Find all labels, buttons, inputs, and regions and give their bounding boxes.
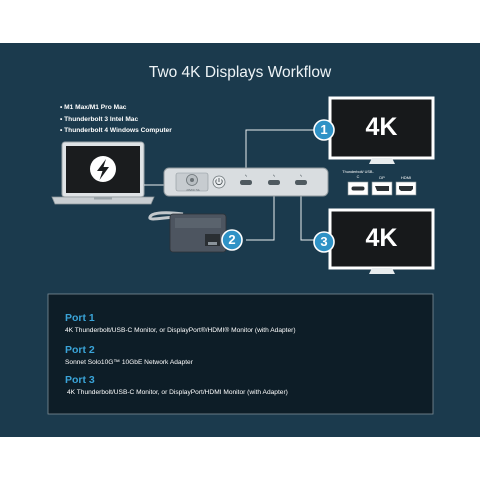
callout-3-number: 3 <box>320 234 328 249</box>
port-1-desc: 4K Thunderbolt/USB-C Monitor, or Display… <box>65 327 296 334</box>
port-icons <box>347 181 417 196</box>
monitor-2 <box>328 208 435 274</box>
monitor-2-label: 4K <box>365 224 398 252</box>
callout-1 <box>313 119 335 141</box>
bolt-mark-3: ϟ <box>300 173 303 178</box>
port-2-title: Port 2 <box>65 344 95 356</box>
thunderbolt-icon <box>90 156 116 182</box>
port-1-title: Port 1 <box>65 312 95 324</box>
feature-list: M1 Max/M1 Pro Mac Thunderbolt 3 Intel Ma… <box>60 102 172 137</box>
ports-panel-text: Port 1 4K Thunderbolt/USB-C Monitor, or … <box>48 294 433 414</box>
monitor-1 <box>328 96 435 164</box>
feature-item: Thunderbolt 3 Intel Mac <box>60 114 172 126</box>
bolt-mark-1: ϟ <box>245 173 248 178</box>
ports-panel <box>47 293 434 415</box>
feature-item: Thunderbolt 4 Windows Computer <box>60 125 172 137</box>
network-adapter <box>148 211 227 253</box>
power-port-label: 20VDC 5A <box>186 188 200 192</box>
dock: ϟ ϟ ϟ <box>163 167 329 197</box>
bolt-mark-2: ϟ <box>273 173 276 178</box>
thunderbolt-usbc-label: Thunderbolt/ USB-C <box>342 170 374 179</box>
callout-2 <box>221 229 243 251</box>
dock-port-2 <box>268 180 280 185</box>
port-2-desc: Sonnet Solo10G™ 10GbE Network Adapter <box>65 359 193 366</box>
port-3-desc: 4K Thunderbolt/USB-C Monitor, or Display… <box>67 389 288 396</box>
hdmi-label: HDMI <box>400 175 412 180</box>
dock-port-3 <box>295 180 307 185</box>
dp-label: DP <box>379 175 385 180</box>
usb-c-icon <box>351 186 365 191</box>
callout-2-number: 2 <box>228 232 236 247</box>
displayport-icon <box>375 186 389 191</box>
monitor-1-label: 4K <box>365 113 398 141</box>
port-3-title: Port 3 <box>65 374 95 386</box>
hdmi-icon <box>399 186 413 191</box>
page-title: Two 4K Displays Workflow <box>148 64 332 81</box>
callout-1-number: 1 <box>320 122 328 137</box>
callout-3 <box>313 231 335 253</box>
dock-port-1 <box>240 180 252 185</box>
laptop <box>51 141 155 205</box>
feature-item: M1 Max/M1 Pro Mac <box>60 102 172 114</box>
